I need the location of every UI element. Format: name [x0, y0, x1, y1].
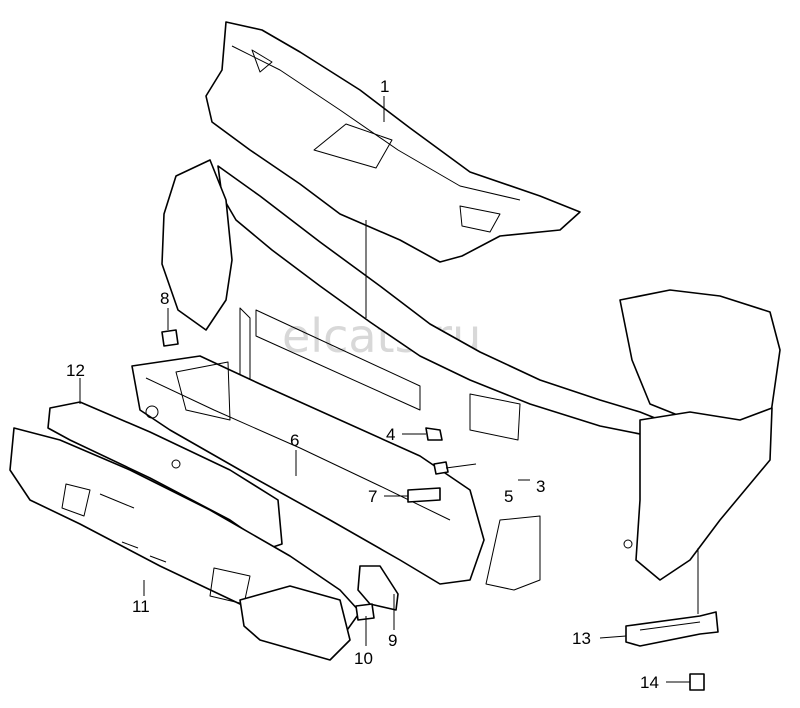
- callout-13: 13: [572, 629, 591, 648]
- nut-8-shape: [161, 329, 179, 347]
- callout-6: 6: [290, 431, 299, 450]
- callout-3: 3: [536, 477, 545, 496]
- callout-1: 1: [380, 77, 389, 96]
- callout-4: 4: [386, 425, 395, 444]
- bolt-4-shape: [425, 427, 443, 441]
- fasteners: [161, 329, 705, 691]
- callout-7: 7: [368, 487, 377, 506]
- callout-11: 11: [132, 597, 150, 616]
- callout-9: 9: [388, 631, 397, 650]
- nut-5-shape: [433, 461, 449, 475]
- callout-10: 10: [354, 649, 373, 668]
- leader-lines: [79, 96, 699, 683]
- bolt-7-shape: [407, 487, 441, 503]
- callout-5: 5: [504, 487, 513, 506]
- part-12-trim-strip: [47, 401, 283, 549]
- callout-14: 14: [640, 673, 659, 692]
- part-9-bracket: [239, 565, 399, 661]
- part-13-guide-bracket: [625, 611, 719, 647]
- callout-12: 12: [66, 361, 85, 380]
- bolt-10-shape: [355, 603, 375, 621]
- lock-carrier-frame: [161, 159, 781, 591]
- part-1-plenum-cover: [205, 21, 581, 263]
- callout-8: 8: [160, 289, 169, 308]
- callout-labels: 1 3 4 5 6 7 8 9 10 11 12 13 14: [66, 77, 659, 692]
- part-6-bumper-reinforcement: [131, 355, 485, 585]
- bolt-14-shape: [689, 673, 705, 691]
